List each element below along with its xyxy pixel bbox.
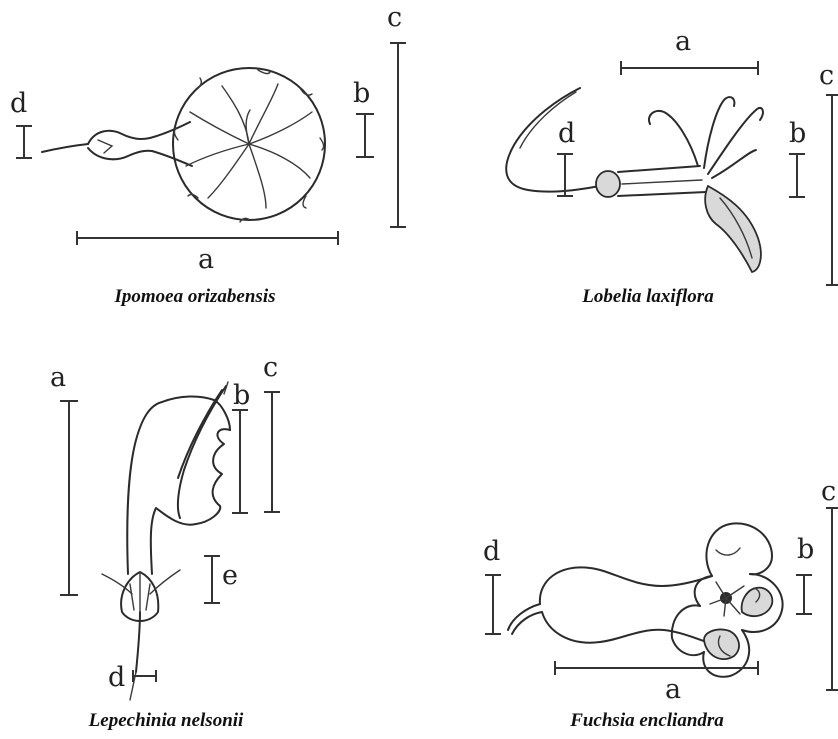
fuchsia-label-a: a: [665, 674, 681, 705]
lepechinia-label-a: a: [50, 362, 66, 393]
lobelia-label-a: a: [675, 26, 691, 57]
lobelia-scale-d: d: [557, 118, 575, 196]
ipomoea-label-c: c: [387, 2, 402, 33]
ipomoea-label-a: a: [198, 244, 214, 275]
lobelia-scale-c: c: [819, 60, 838, 285]
panel-lepechinia: a b c e d Lepechinia nelsonii: [50, 352, 280, 731]
fuchsia-flower-drawing: [508, 523, 783, 676]
fuchsia-label-c: c: [821, 476, 836, 507]
ipomoea-label-b: b: [353, 78, 370, 109]
ipomoea-flower-drawing: [42, 68, 325, 222]
ipomoea-scale-c: c: [387, 2, 406, 227]
lobelia-label-b: b: [789, 118, 806, 149]
lobelia-label-d: d: [558, 118, 575, 149]
lepechinia-label-c: c: [263, 352, 278, 383]
lobelia-scale-b: b: [789, 118, 806, 197]
fuchsia-scale-b: b: [796, 534, 814, 614]
lepechinia-scale-b: b: [232, 380, 250, 513]
panel-ipomoea: d b c a Ipomoea orizabensis: [10, 2, 406, 307]
fuchsia-label-b: b: [797, 534, 814, 565]
fuchsia-scale-a: a: [555, 661, 758, 705]
lepechinia-flower-drawing: [102, 382, 230, 700]
lepechinia-label-d: d: [108, 662, 125, 693]
ipomoea-scale-a: a: [77, 231, 338, 275]
panel-lobelia: a d b c Lobelia laxiflora: [506, 26, 838, 307]
fuchsia-scale-c: c: [821, 476, 838, 690]
ipomoea-scale-d: d: [10, 88, 32, 158]
lobelia-scale-a: a: [621, 26, 758, 75]
lobelia-flower-drawing: [506, 88, 763, 272]
lepechinia-caption: Lepechinia nelsonii: [88, 710, 244, 731]
lepechinia-label-b: b: [233, 380, 250, 411]
lobelia-caption: Lobelia laxiflora: [581, 286, 714, 307]
ipomoea-label-d: d: [10, 88, 27, 119]
lobelia-label-c: c: [819, 60, 834, 91]
lepechinia-scale-a: a: [50, 362, 78, 595]
lepechinia-scale-e: e: [204, 556, 238, 603]
panel-fuchsia: d b c a Fuchsia encliandra: [483, 476, 838, 731]
lepechinia-label-e: e: [222, 560, 238, 591]
ipomoea-scale-b: b: [353, 78, 374, 157]
fuchsia-caption: Fuchsia encliandra: [569, 710, 724, 731]
fuchsia-scale-d: d: [483, 536, 501, 634]
fuchsia-label-d: d: [483, 536, 500, 567]
lepechinia-scale-c: c: [263, 352, 280, 512]
ipomoea-caption: Ipomoea orizabensis: [114, 286, 276, 307]
